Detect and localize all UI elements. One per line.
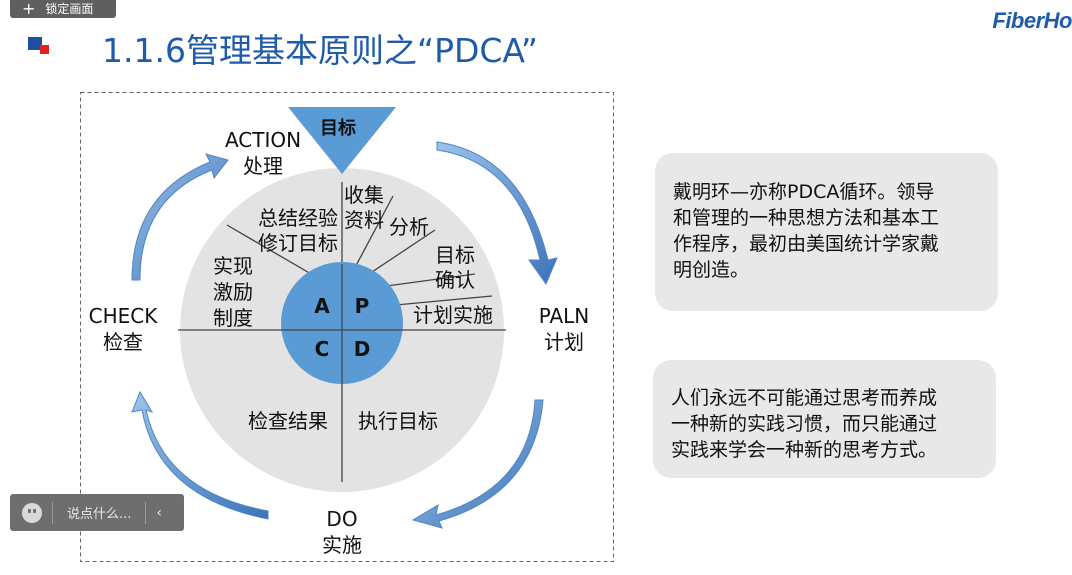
lock-screen-button[interactable]: + 锁定画面 xyxy=(10,0,116,18)
core-d: D xyxy=(354,337,371,361)
step-confirm-1: 目标 xyxy=(435,243,475,267)
core-p: P xyxy=(355,294,370,318)
core-a: A xyxy=(314,294,330,318)
chat-input[interactable]: 说点什么... xyxy=(67,507,132,522)
step-confirm-2: 确认 xyxy=(435,268,475,292)
plan-label-en: PALN xyxy=(539,304,590,328)
step-incentive-3: 制度 xyxy=(213,306,253,330)
plus-icon: + xyxy=(22,0,36,18)
arrow-plan-icon xyxy=(436,141,558,286)
step-collect-1: 收集 xyxy=(344,183,384,207)
step-summarize-1: 总结经验 xyxy=(258,206,338,230)
info-line: 实践来学会一种新的思考方式。 xyxy=(671,439,938,461)
info-line: 和管理的一种思想方法和基本工 xyxy=(673,207,940,229)
title-bullet-icon xyxy=(28,37,49,54)
smile-icon[interactable] xyxy=(22,502,42,523)
step-analyze: 分析 xyxy=(389,215,429,239)
lock-screen-label: 锁定画面 xyxy=(45,1,94,16)
check-label-en: CHECK xyxy=(89,304,159,328)
goal-label: 目标 xyxy=(320,117,356,139)
brand-logo: FiberHo xyxy=(992,8,1072,33)
step-summarize-2: 修订目标 xyxy=(258,231,338,255)
page-title: 1.1.6管理基本原则之“PDCA” xyxy=(102,31,539,70)
plan-label-zh: 计划 xyxy=(544,330,584,354)
core-c: C xyxy=(315,337,330,361)
step-incentive-2: 激励 xyxy=(213,280,253,304)
info-line: 戴明环—亦称PDCA循环。领导 xyxy=(673,181,935,203)
action-label-zh: 处理 xyxy=(243,154,283,178)
arrow-do-icon xyxy=(411,399,544,529)
info-box-quote: 人们永远不可能通过思考而养成 一种新的实践习惯，而只能通过 实践来学会一种新的思… xyxy=(653,360,996,478)
diagram-frame xyxy=(80,92,614,562)
divider xyxy=(145,501,147,524)
goal-triangle xyxy=(288,107,396,174)
chevron-left-icon[interactable]: ‹ xyxy=(156,504,163,521)
info-line: 一种新的实践习惯，而只能通过 xyxy=(671,413,938,435)
action-label-en: ACTION xyxy=(225,128,301,152)
do-label-en: DO xyxy=(326,507,357,531)
info-line: 作程序，最初由美国统计学家戴 xyxy=(673,233,940,255)
info-line: 人们永远不可能通过思考而养成 xyxy=(671,387,938,409)
step-do-goal: 执行目标 xyxy=(358,409,438,433)
step-collect-2: 资料 xyxy=(344,208,384,232)
do-label-zh: 实施 xyxy=(322,533,362,557)
info-box-deming: 戴明环—亦称PDCA循环。领导 和管理的一种思想方法和基本工 作程序，最初由美国… xyxy=(655,153,998,311)
divider xyxy=(52,501,53,524)
arrow-action-icon xyxy=(131,153,229,281)
step-implement: 计划实施 xyxy=(413,303,493,327)
arrow-check-icon xyxy=(131,390,269,520)
step-check-result: 检查结果 xyxy=(248,409,328,433)
info-line: 明创造。 xyxy=(673,259,750,281)
chat-bar: 说点什么... ‹ xyxy=(10,494,184,531)
check-label-zh: 检查 xyxy=(103,330,143,354)
step-incentive-1: 实现 xyxy=(213,254,253,278)
pdca-diagram: A P C D 目标 ACTION 处理 CHECK 检查 PALN 计划 DO… xyxy=(80,92,614,562)
